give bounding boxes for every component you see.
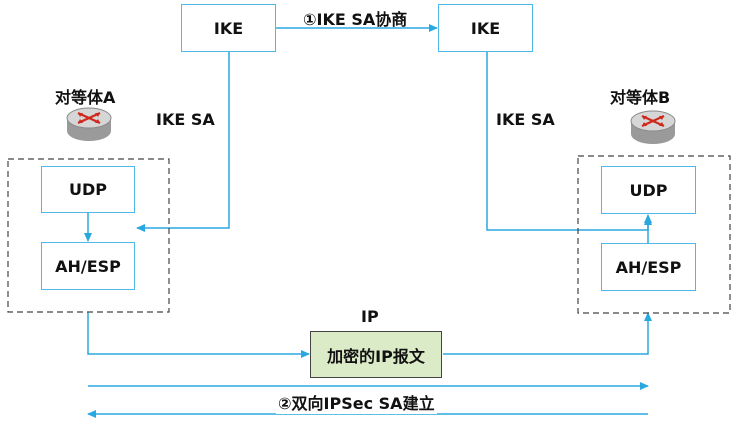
ike-box-right: IKE: [438, 4, 533, 52]
peer-b-ahesp-box: AH/ESP: [601, 243, 696, 291]
router-icon: [66, 107, 112, 141]
ike-box-left: IKE: [181, 4, 276, 52]
ike-sa-left-label: IKE SA: [156, 110, 215, 129]
peer-b-label: 对等体B: [610, 88, 671, 107]
peer-a-udp-box: UDP: [41, 166, 135, 213]
ip-label: IP: [361, 307, 379, 326]
peer-a-ahesp-box: AH/ESP: [41, 242, 135, 290]
ipsec-sa-established-label: ②双向IPSec SA建立: [276, 390, 437, 414]
peer-a-label: 对等体A: [55, 88, 116, 107]
peer-b-container: [577, 155, 731, 314]
ike-sa-exchange-label: ①IKE SA协商: [303, 10, 408, 29]
ike-sa-right-label: IKE SA: [496, 110, 555, 129]
datagram-to-ahesp-line: [443, 312, 652, 355]
router-icon: [630, 110, 676, 144]
peer-a-container: [7, 158, 170, 313]
encrypted-datagram-box: 加密的IP报文: [310, 331, 442, 378]
ahesp-to-datagram-line: [87, 312, 310, 358]
peer-b-udp-box: UDP: [601, 166, 696, 214]
ike-sa-left-line: [136, 52, 230, 232]
